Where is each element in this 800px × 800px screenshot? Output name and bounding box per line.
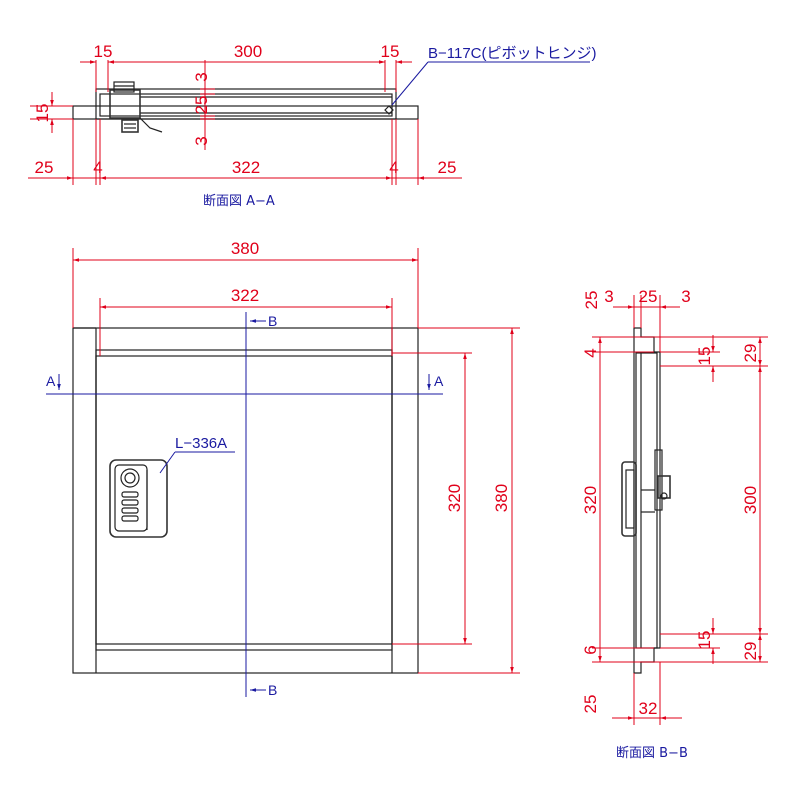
aa-dim-3-top: 3 xyxy=(192,72,211,81)
front-dim-380-height: 380 xyxy=(492,484,511,512)
section-aa-outline xyxy=(72,81,419,133)
bb-right-dimensions: 15 29 300 15 29 xyxy=(641,335,768,664)
cut-a-left: A xyxy=(46,373,56,389)
aa-dim-25: 25 xyxy=(192,96,211,115)
bb-bottom-dimension: 32 xyxy=(612,662,682,725)
aa-left-dimension: 15 xyxy=(30,92,73,133)
front-dim-380-width: 380 xyxy=(231,239,259,258)
bb-dim-25-top: 25 xyxy=(582,291,601,310)
aa-top-dimensions: 15 300 15 xyxy=(80,42,412,92)
bb-dim-3-left: 3 xyxy=(604,287,613,306)
aa-dim-300: 300 xyxy=(234,42,262,61)
front-width-dimensions: 380 322 xyxy=(72,239,419,356)
cut-line-b: B B xyxy=(245,312,277,698)
bb-dim-320: 320 xyxy=(581,486,600,514)
bb-dim-25-bottom: 25 xyxy=(581,695,600,714)
aa-dim-4-right: 4 xyxy=(389,158,398,177)
hinge-label: B−117C(ピボットヒンジ) xyxy=(428,45,597,62)
bb-dim-3-right: 3 xyxy=(681,287,690,306)
hinge-callout: B−117C(ピボットヒンジ) xyxy=(391,45,597,106)
cut-a-right: A xyxy=(434,373,444,389)
aa-dim-15-right: 15 xyxy=(381,42,400,61)
cut-b-top: B xyxy=(268,313,277,329)
aa-dim-25-left: 25 xyxy=(35,158,54,177)
bb-left-dimensions: 4 320 6 25 xyxy=(581,336,654,714)
aa-dim-15-height: 15 xyxy=(33,104,52,123)
lock-callout: L−336A xyxy=(159,435,235,474)
bb-dim-29-top: 29 xyxy=(741,344,760,363)
aa-dim-25-right: 25 xyxy=(438,158,457,177)
bb-dim-4: 4 xyxy=(581,348,600,357)
front-dim-322-width: 322 xyxy=(231,286,259,305)
bb-dim-6: 6 xyxy=(581,645,600,654)
bb-dim-15-top: 15 xyxy=(695,347,714,366)
bb-dim-15-bottom: 15 xyxy=(695,631,714,650)
aa-bottom-dimensions: 25 4 322 4 25 xyxy=(28,119,462,185)
aa-dim-4-left: 4 xyxy=(93,158,102,177)
cut-b-bottom: B xyxy=(268,682,277,698)
aa-dim-322: 322 xyxy=(232,158,260,177)
bb-dim-32: 32 xyxy=(639,699,658,718)
front-view: B B A A L−336A 380 322 xyxy=(46,239,520,698)
section-aa-title: 断面図 A−A xyxy=(203,194,275,209)
aa-dim-3-bottom: 3 xyxy=(192,136,211,145)
bb-dim-29-bottom: 29 xyxy=(741,642,760,661)
aa-inner-dimensions: 3 25 3 xyxy=(192,60,215,150)
cut-line-a: A A xyxy=(46,373,444,395)
section-aa: 15 300 15 3 25 3 15 xyxy=(28,42,597,209)
section-bb: 25 3 25 3 4 320 6 25 xyxy=(581,287,768,761)
front-height-dimensions: 320 380 xyxy=(392,327,520,674)
section-bb-outline xyxy=(621,327,671,674)
bb-dim-25-top-mid: 25 xyxy=(639,287,658,306)
aa-dim-15-left: 15 xyxy=(94,42,113,61)
lock-label: L−336A xyxy=(175,435,227,452)
bb-top-dimensions: 25 3 25 3 xyxy=(582,287,691,352)
section-bb-title: 断面図 B−B xyxy=(616,746,688,761)
front-dim-320-height: 320 xyxy=(445,484,464,512)
bb-dim-300: 300 xyxy=(741,486,760,514)
